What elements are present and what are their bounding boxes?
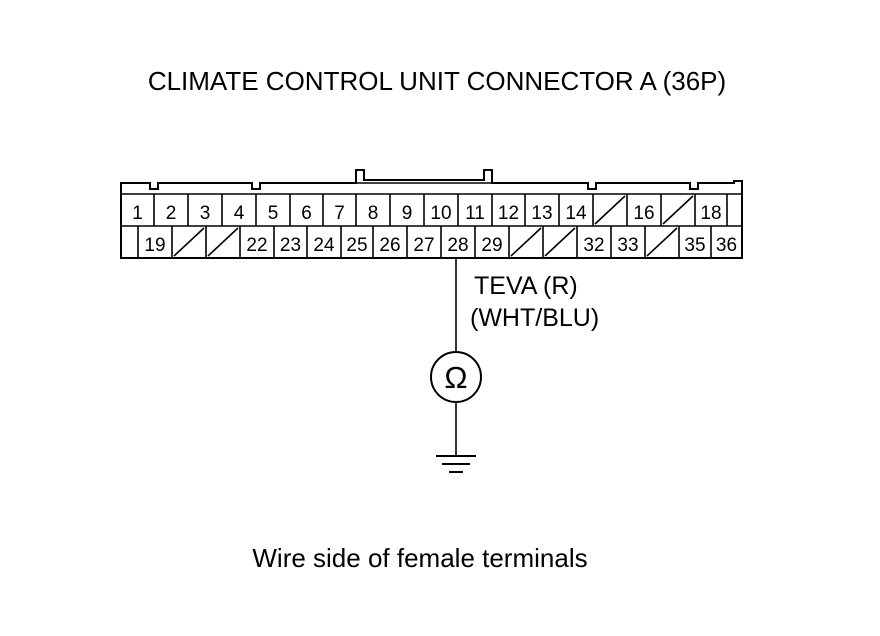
pin-label: 7 <box>334 203 345 224</box>
diagram-title: CLIMATE CONTROL UNIT CONNECTOR A (36P) <box>148 66 726 96</box>
pin-13: 13 <box>531 203 552 224</box>
pin-33: 33 <box>617 235 638 256</box>
pin-27: 27 <box>413 235 434 256</box>
pin-32: 32 <box>583 235 604 256</box>
pin-label: 25 <box>346 235 367 256</box>
pin-label: 5 <box>268 203 279 224</box>
pin-label: 6 <box>301 203 312 224</box>
blank-cavity <box>207 227 239 257</box>
pin-label: 10 <box>430 203 451 224</box>
probe-label-wire-color: (WHT/BLU) <box>470 304 599 332</box>
blank-cavity <box>510 227 542 257</box>
ohmmeter-icon: Ω <box>430 351 482 403</box>
pin-28: 28 <box>447 235 468 256</box>
ohm-symbol: Ω <box>444 360 467 395</box>
pin-7: 7 <box>334 203 345 224</box>
pin-label: 35 <box>684 235 705 256</box>
pin-label: 13 <box>531 203 552 224</box>
blank-cavity <box>544 227 576 257</box>
pin-label: 32 <box>583 235 604 256</box>
pin-24: 24 <box>313 235 335 256</box>
connector-housing <box>120 169 743 259</box>
pin-18: 18 <box>700 203 721 224</box>
pin-label: 11 <box>465 203 485 224</box>
pin-label: 18 <box>700 203 721 224</box>
pin-label: 9 <box>402 203 413 224</box>
pin-label: 24 <box>313 235 335 256</box>
pin-label: 3 <box>200 203 211 224</box>
connector-bottom-row: 19 22 23 24 25 26 27 28 29 32 33 35 36 <box>120 225 743 258</box>
pin-label: 8 <box>368 203 379 224</box>
pin-1: 1 <box>132 203 143 224</box>
pin-9: 9 <box>402 203 413 224</box>
blank-cavity <box>646 227 678 257</box>
ground-icon <box>436 455 476 473</box>
pin-label: 27 <box>413 235 434 256</box>
blank-cavity <box>594 195 626 225</box>
pin-label: 26 <box>379 235 400 256</box>
pin-label: 36 <box>716 235 737 256</box>
pin-label: 22 <box>246 235 267 256</box>
pin-4: 4 <box>234 203 245 224</box>
pin-16: 16 <box>633 203 654 224</box>
diagram-caption: Wire side of female terminals <box>252 543 587 573</box>
pin-label: 1 <box>132 203 143 224</box>
pin-35: 35 <box>684 235 705 256</box>
pin-3: 3 <box>200 203 211 224</box>
pin-25: 25 <box>346 235 367 256</box>
pin-label: 14 <box>565 203 587 224</box>
pin-label: 29 <box>481 235 502 256</box>
pin-label: 19 <box>144 235 165 256</box>
pin-10: 10 <box>430 203 451 224</box>
pin-label: 16 <box>633 203 654 224</box>
pin-36: 36 <box>716 235 737 256</box>
pin-label: 12 <box>498 203 519 224</box>
pin-label: 4 <box>234 203 245 224</box>
pin-19: 19 <box>144 235 165 256</box>
pin-26: 26 <box>379 235 400 256</box>
pin-12: 12 <box>498 203 519 224</box>
pin-label: 23 <box>280 235 301 256</box>
pin-14: 14 <box>565 203 587 224</box>
pin-6: 6 <box>301 203 312 224</box>
pin-23: 23 <box>280 235 301 256</box>
pin-29: 29 <box>481 235 502 256</box>
pin-label: 28 <box>447 235 468 256</box>
pin-11: 11 <box>465 203 485 224</box>
pin-label: 33 <box>617 235 638 256</box>
pin-2: 2 <box>166 203 177 224</box>
probe-label-circuit: TEVA (R) <box>474 272 578 300</box>
blank-cavity <box>662 195 694 225</box>
pin-22: 22 <box>246 235 267 256</box>
pin-5: 5 <box>268 203 279 224</box>
blank-cavity <box>173 227 205 257</box>
pin-label: 2 <box>166 203 177 224</box>
pin-8: 8 <box>368 203 379 224</box>
